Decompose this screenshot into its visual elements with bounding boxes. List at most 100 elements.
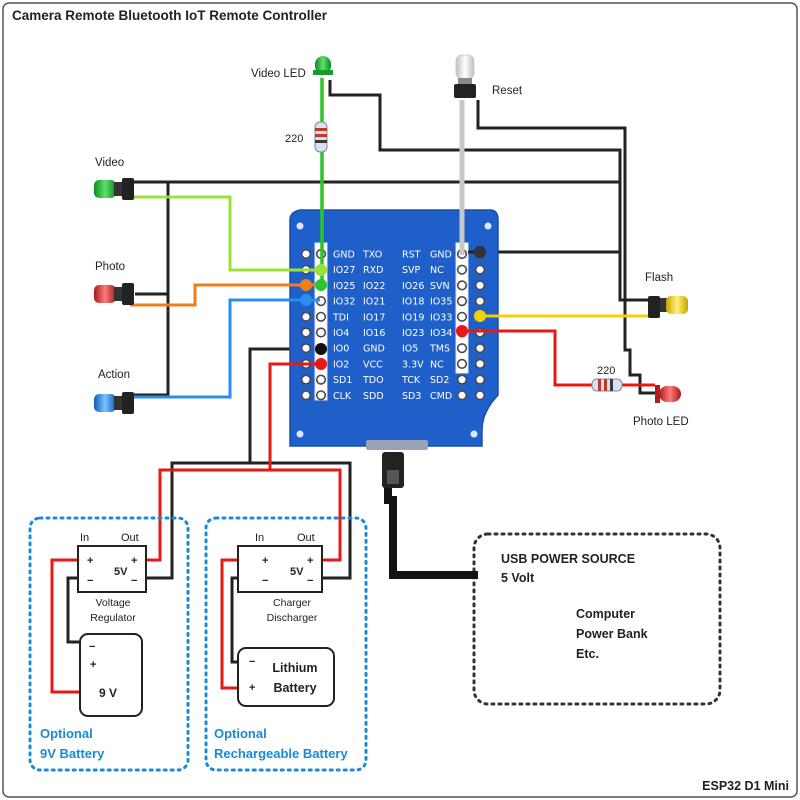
optional-9v-line2: 9V Battery	[40, 746, 105, 761]
resistor-top-label: 220	[285, 133, 303, 145]
voltage-regulator	[77, 545, 147, 593]
pin-hole	[300, 327, 312, 338]
lithium-battery	[237, 647, 335, 707]
pin-label-right: IO33	[430, 312, 452, 323]
pin-label-left: IO16	[363, 328, 385, 339]
pin-hole	[474, 390, 486, 401]
pin-label-left: SDD	[363, 391, 384, 402]
charger-name-1: Charger	[273, 597, 311, 609]
usb-option-power-bank: Power Bank	[576, 627, 648, 641]
resistor-right-label: 220	[597, 365, 615, 377]
charger-in-label: In	[255, 532, 264, 544]
pin-hole	[456, 311, 468, 322]
lithium-plus: +	[249, 682, 255, 694]
pin-label-right: IO35	[430, 297, 452, 308]
pin-hole	[300, 390, 312, 401]
pin-hole	[456, 264, 468, 275]
pin-hole	[474, 280, 486, 291]
pin-label-left: IO2	[333, 359, 349, 370]
pin-hole	[474, 343, 486, 354]
video-led-icon	[313, 56, 333, 75]
pin-label-left: IO4	[333, 328, 349, 339]
pin-hole	[474, 358, 486, 370]
power-wire	[140, 362, 320, 562]
pin-label-left: CLK	[333, 391, 352, 402]
pin-label-right: NC	[430, 359, 444, 370]
board-name-footer: ESP32 D1 Mini	[702, 779, 789, 793]
optional-rechargeable-line2: Rechargeable Battery	[214, 746, 348, 761]
pin-label-left: IO21	[363, 297, 385, 308]
pin-label-right: SD2	[430, 375, 449, 386]
photo-led-icon	[655, 385, 681, 403]
pin-label-left: TDO	[362, 375, 384, 386]
pin-label-right: IO18	[402, 297, 424, 308]
action-button-icon	[94, 392, 134, 414]
pin-label-right: TMS	[429, 344, 450, 355]
pin-label-right: RST	[402, 250, 421, 261]
charger-out-label: Out	[297, 532, 315, 544]
pin-hole	[456, 390, 468, 401]
regulator-out-label: Out	[121, 532, 139, 544]
action-wire	[130, 298, 320, 399]
pin-label-left: IO17	[363, 312, 385, 323]
pin-label-right: TCK	[401, 375, 421, 386]
charger-out-plus: +	[307, 555, 313, 567]
pin-label-left: VCC	[363, 359, 383, 370]
pin-hole	[456, 374, 468, 385]
pin-hole	[456, 280, 468, 291]
usb-option-etc: Etc.	[576, 647, 599, 661]
pin-hole	[474, 374, 486, 385]
video-wire	[130, 195, 320, 272]
pin-hole	[456, 358, 468, 370]
charger-in-plus: +	[262, 555, 268, 567]
battery-9v-minus: −	[89, 641, 95, 653]
pin-label-left: RXD	[363, 265, 383, 276]
pin-hole	[456, 296, 468, 307]
diagram-title: Camera Remote Bluetooth IoT Remote Contr…	[12, 8, 328, 23]
reset-button-icon	[454, 54, 476, 98]
pin-label-left: TDI	[332, 312, 349, 323]
pin-hole	[315, 374, 327, 385]
pin-label-left: IO22	[363, 281, 385, 292]
pin-hole	[300, 374, 312, 385]
pin-label-left: TXO	[362, 250, 382, 261]
regulator-name-2: Regulator	[90, 612, 136, 624]
regulator-out-plus: +	[131, 555, 137, 567]
pin-hole	[315, 390, 327, 401]
battery-9v-label: 9 V	[99, 686, 117, 700]
video-label: Video	[95, 157, 124, 169]
action-label: Action	[98, 369, 130, 381]
regulator-in-minus: −	[87, 575, 93, 587]
optional-rechargeable-box	[204, 516, 368, 772]
reset-label: Reset	[492, 85, 523, 97]
regulator-name-1: Voltage	[95, 597, 130, 609]
pin-label-left: IO27	[333, 265, 355, 276]
photo-button-icon	[94, 283, 134, 305]
regulator-in-plus: +	[87, 555, 93, 567]
pin-hole	[315, 327, 327, 338]
pin-label-right: IO26	[402, 281, 424, 292]
battery-9v-plus: +	[90, 659, 96, 671]
pin-label-right: SVN	[430, 281, 450, 292]
pin-hole	[300, 311, 312, 322]
regulator-in-label: In	[80, 532, 89, 544]
pin-label-left: IO25	[333, 281, 355, 292]
resistor-top	[314, 121, 328, 153]
charger-name-2: Discharger	[267, 612, 318, 624]
lithium-minus: −	[249, 656, 255, 668]
pin-label-right: IO5	[402, 344, 418, 355]
pin-label-right: CMD	[430, 391, 452, 402]
pin-hole	[456, 343, 468, 354]
regulator-out-minus: −	[131, 575, 137, 587]
regulator-voltage: 5V	[114, 566, 128, 578]
pin-label-right: IO34	[430, 328, 452, 339]
pin-label-right: NC	[430, 265, 444, 276]
lithium-line2: Battery	[273, 681, 316, 695]
pin-label-right: 3.3V	[402, 359, 424, 370]
flash-label: Flash	[645, 272, 673, 284]
battery-9v	[79, 633, 143, 717]
connection-dots	[300, 246, 486, 370]
pin-label-left: IO32	[333, 297, 355, 308]
